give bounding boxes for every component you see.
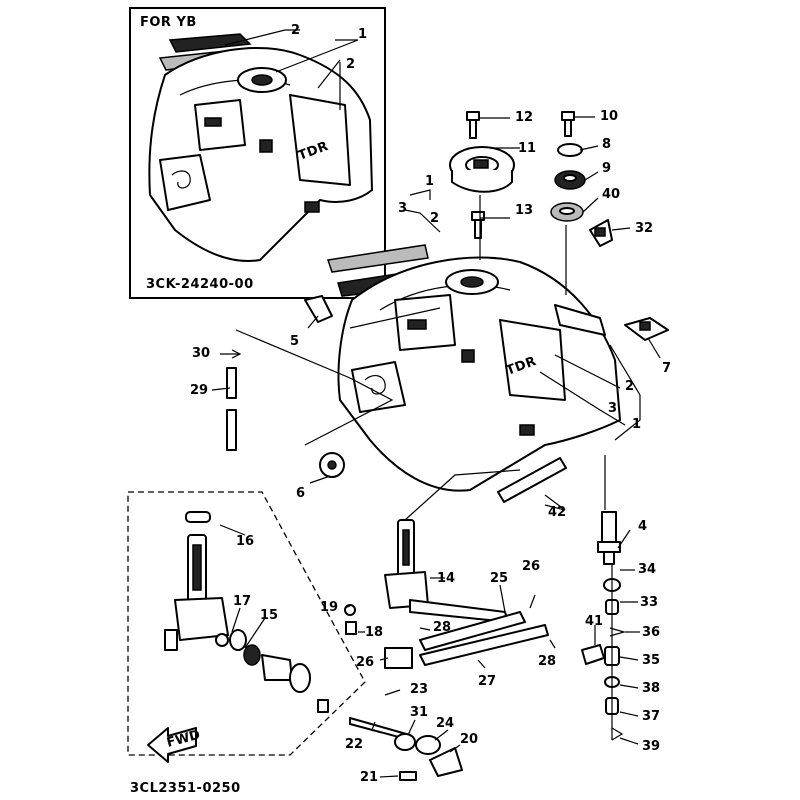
- callout-3b: 3: [608, 401, 617, 416]
- callout-numbers: 11 12 13 10 8 9 40 32 1 3 2 5 30 29 6 7 …: [190, 109, 671, 785]
- callout-28b: 28: [538, 654, 556, 669]
- callout-24: 24: [436, 716, 454, 731]
- right-side-small-parts: [581, 565, 627, 741]
- inset-callout-2a: 2: [291, 23, 300, 38]
- callout-5: 5: [290, 334, 299, 349]
- callout-2b: 2: [625, 379, 634, 394]
- main-fuel-tank: TDR: [327, 244, 621, 492]
- callout-36: 36: [642, 625, 660, 640]
- fuel-cock-box: [127, 491, 366, 756]
- callout-42: 42: [548, 505, 566, 520]
- callout-32: 32: [635, 221, 653, 236]
- inset-callout-1: 1: [358, 27, 367, 42]
- inset-fuel-tank: TDR: [148, 33, 373, 262]
- callout-12: 12: [515, 110, 533, 125]
- callout-26b: 26: [356, 655, 374, 670]
- callout-15: 15: [260, 608, 278, 623]
- callout-7: 7: [662, 361, 671, 376]
- callout-4: 4: [638, 519, 647, 534]
- callout-20: 20: [460, 732, 478, 747]
- callout-25: 25: [490, 571, 508, 586]
- inset-title: FOR YB: [140, 15, 197, 30]
- footer-code: 3CL2351-0250: [130, 781, 241, 796]
- callout-30: 30: [192, 346, 210, 361]
- inset-callouts: 1 2 2: [224, 23, 367, 110]
- callout-leaders: [211, 116, 661, 778]
- fwd-arrow: FWD: [147, 727, 202, 763]
- callout-8: 8: [602, 137, 611, 152]
- callout-31: 31: [410, 705, 428, 720]
- callout-3a: 3: [398, 201, 407, 216]
- callout-1a: 1: [425, 174, 434, 189]
- callout-17: 17: [233, 594, 251, 609]
- assembly-guide-lines: [235, 195, 641, 521]
- callout-40: 40: [602, 187, 620, 202]
- fuel-cap-assembly: [226, 111, 669, 565]
- callout-9: 9: [602, 161, 611, 176]
- callout-19: 19: [320, 600, 338, 615]
- fuel-cock-detail: [164, 511, 329, 713]
- inset-code: 3CK-24240-00: [146, 277, 254, 292]
- callout-1b: 1: [632, 417, 641, 432]
- callout-10: 10: [600, 109, 618, 124]
- callout-38: 38: [642, 681, 660, 696]
- callout-39: 39: [642, 739, 660, 754]
- callout-18: 18: [365, 625, 383, 640]
- callout-34: 34: [638, 562, 656, 577]
- callout-13: 13: [515, 203, 533, 218]
- callout-29: 29: [190, 383, 208, 398]
- inset-frame: FOR YB 3CK-24240-00: [129, 7, 386, 299]
- callout-41: 41: [585, 614, 603, 629]
- callout-23: 23: [410, 682, 428, 697]
- fuel-cock-main: [344, 519, 549, 781]
- callout-16: 16: [236, 534, 254, 549]
- callout-33: 33: [640, 595, 658, 610]
- callout-27: 27: [478, 674, 496, 689]
- callout-35: 35: [642, 653, 660, 668]
- callout-11: 11: [518, 141, 536, 156]
- callout-22: 22: [345, 737, 363, 752]
- callout-28a: 28: [433, 620, 451, 635]
- callout-26a: 26: [522, 559, 540, 574]
- callout-2a: 2: [430, 211, 439, 226]
- inset-callout-2b: 2: [346, 57, 355, 72]
- callout-14: 14: [437, 571, 455, 586]
- callout-21: 21: [360, 770, 378, 785]
- callout-37: 37: [642, 709, 660, 724]
- callout-6: 6: [296, 486, 305, 501]
